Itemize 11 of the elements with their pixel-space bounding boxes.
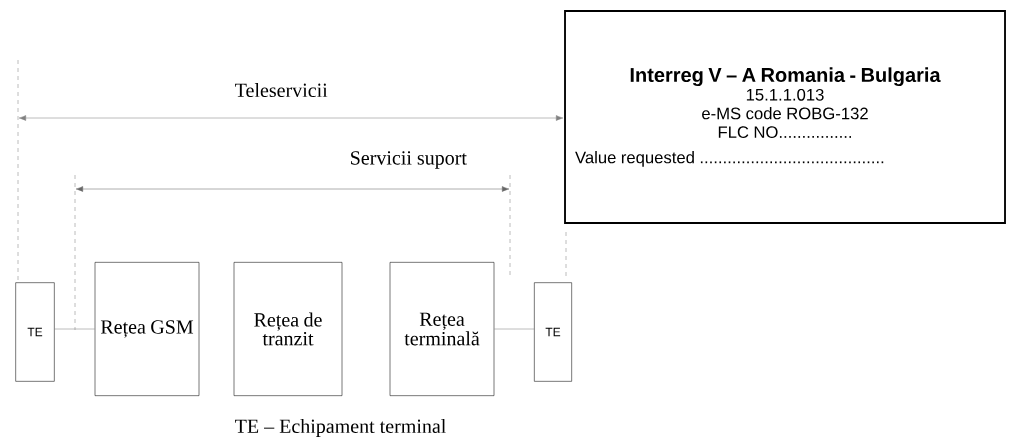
connector-line [494,328,535,330]
terminal-box: TE [15,282,55,382]
text-label: Teleservicii [235,83,328,98]
text-label: TE – Echipament terminal [235,418,446,438]
connector-line [54,328,95,330]
stamp-box: Interreg V – A Romania - Bulgaria 15.1.1.013 e-MS code ROBG-132 FLC NO................ Value requested ........................................ [564,10,1006,224]
network-box: Rețea GSM [94,262,200,396]
network-box: Rețea de tranzit [233,262,343,396]
terminal-box: TE [534,282,572,382]
text-label: Servicii suport [351,151,467,169]
network-box: Rețea terminală [389,262,495,396]
